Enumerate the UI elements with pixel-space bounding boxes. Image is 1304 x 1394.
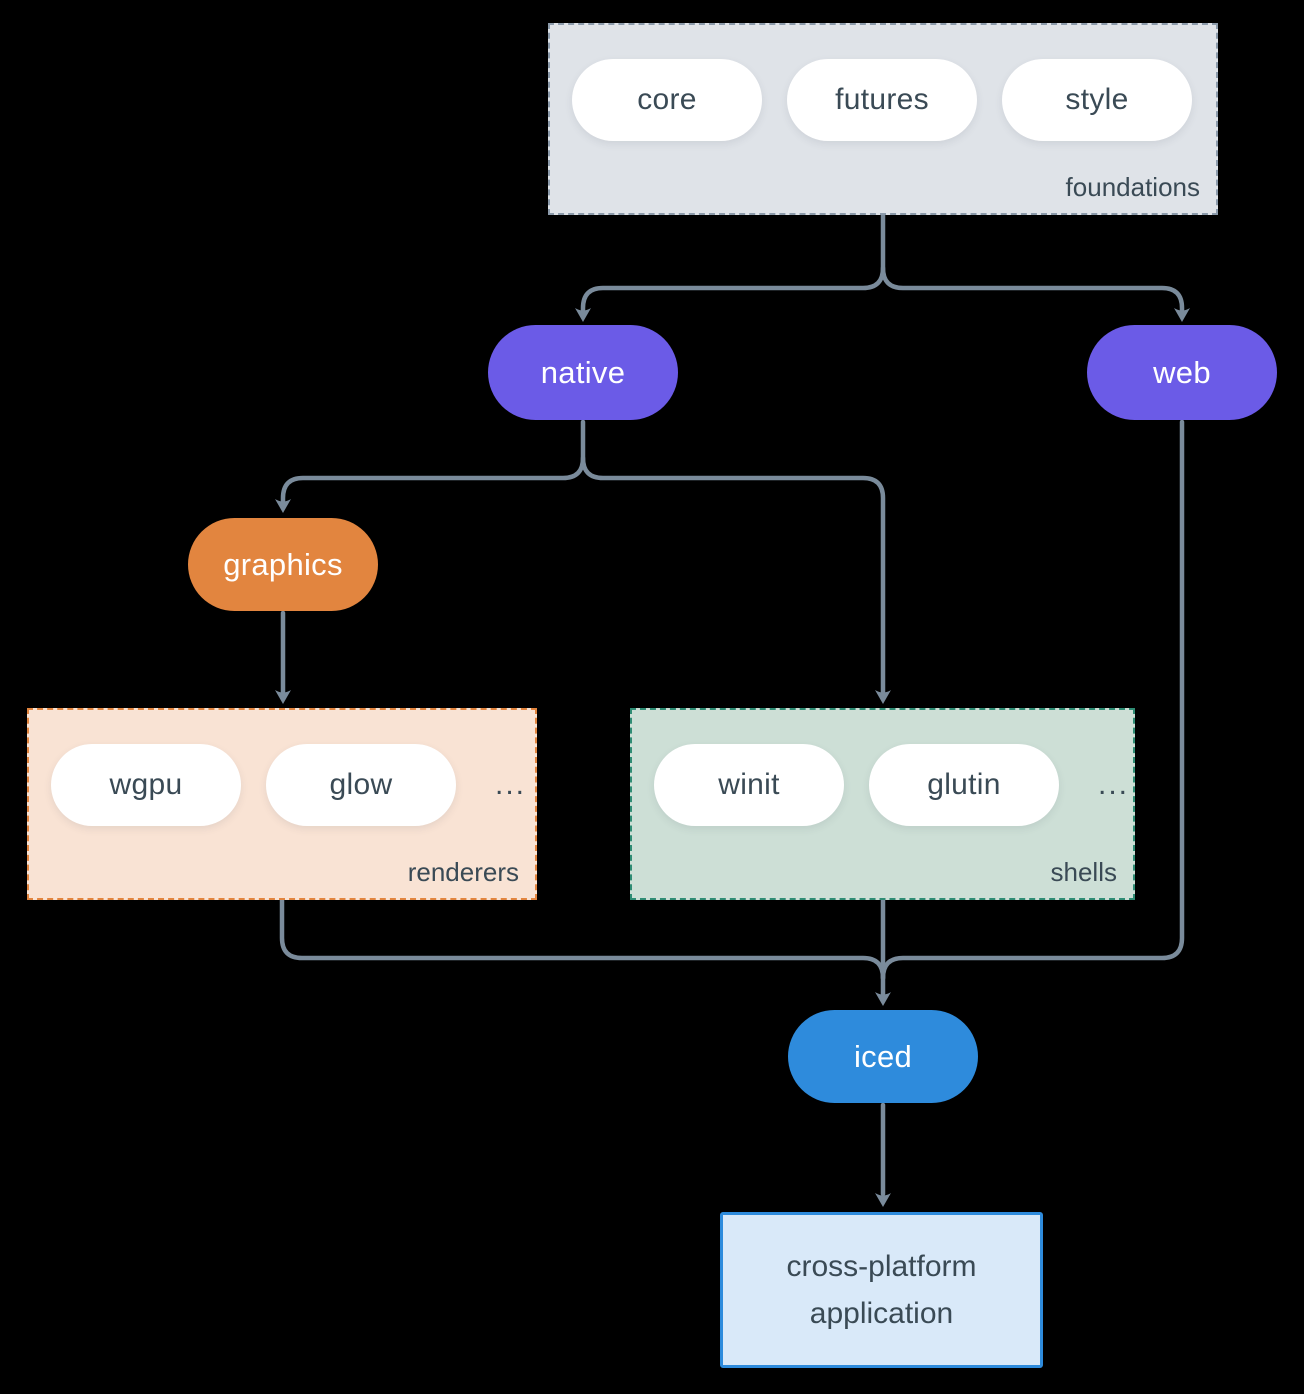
edge-foundations-native: [580, 212, 886, 314]
node-style: style: [1002, 59, 1192, 141]
foundations-pill-row: core futures style: [572, 59, 1194, 141]
node-wgpu: wgpu: [51, 744, 241, 826]
shells-label: shells: [1050, 857, 1117, 887]
node-native: native: [488, 325, 678, 420]
edge-native-graphics: [280, 419, 586, 505]
renderers-label: renderers: [407, 857, 519, 887]
foundations-group: core futures style foundations: [548, 23, 1218, 215]
edge-foundations-web: [880, 265, 1185, 314]
node-glutin: glutin: [869, 744, 1059, 826]
renderers-group: wgpu glow ... renderers: [27, 708, 537, 900]
edge-web-bus: [880, 419, 1185, 981]
application-label: cross-platform application: [786, 1250, 977, 1330]
application-box: cross-platform application: [720, 1212, 1043, 1368]
node-iced: iced: [788, 1010, 978, 1103]
shells-pill-row: winit glutin ...: [654, 744, 1127, 826]
node-core: core: [572, 59, 762, 141]
shells-ellipsis: ...: [1098, 768, 1130, 801]
foundations-label: foundations: [1065, 172, 1200, 202]
node-futures: futures: [787, 59, 977, 141]
edge-renderers-bus: [279, 897, 886, 981]
node-glow: glow: [266, 744, 456, 826]
node-winit: winit: [654, 744, 844, 826]
edge-native-shells: [580, 455, 886, 696]
node-web: web: [1087, 325, 1277, 420]
renderers-ellipsis: ...: [495, 768, 527, 801]
shells-group: winit glutin ... shells: [630, 708, 1135, 900]
renderers-pill-row: wgpu glow ...: [51, 744, 524, 826]
node-graphics: graphics: [188, 518, 378, 611]
